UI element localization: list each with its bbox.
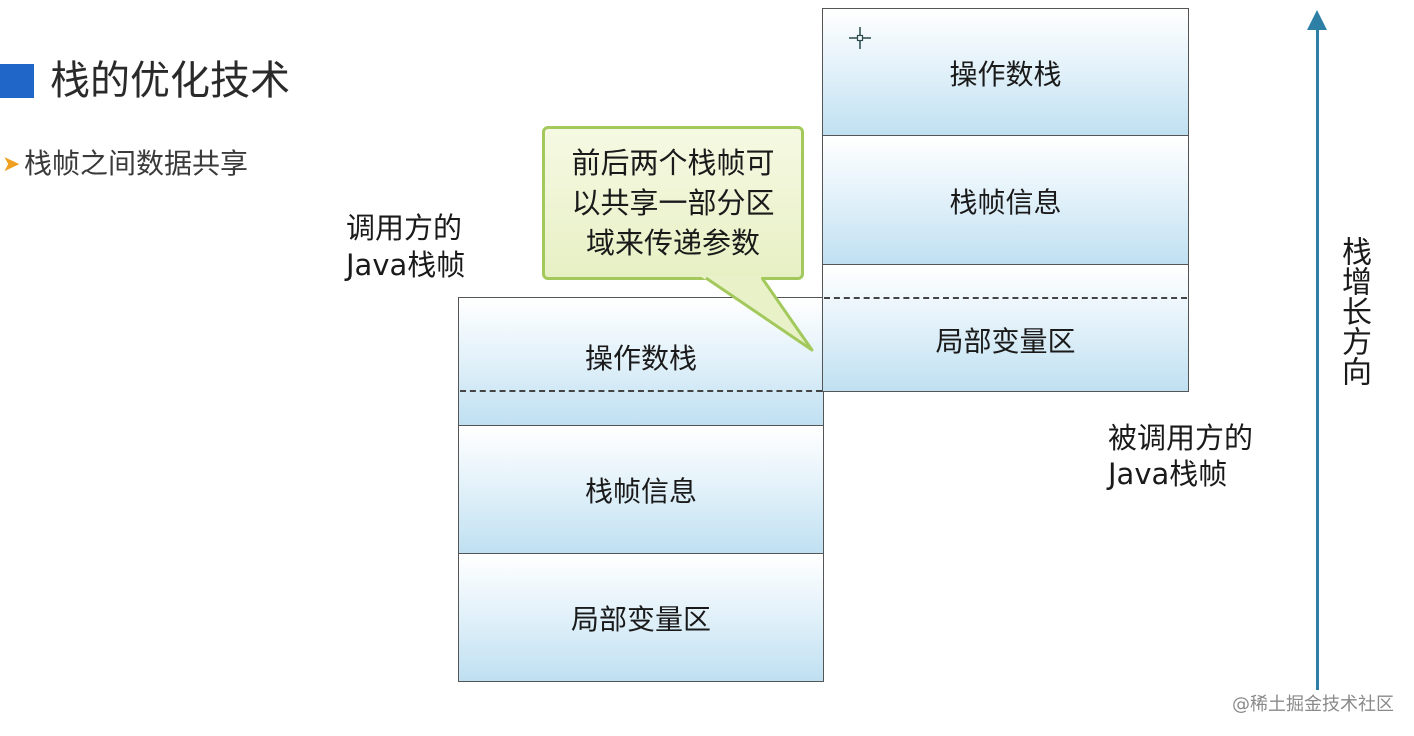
- arrow-up-icon: [1307, 10, 1327, 30]
- callee-operand-stack-label: 操作数栈: [949, 57, 1062, 91]
- callee-frame-info-label: 栈帧信息: [949, 185, 1062, 219]
- page-title: 栈的优化技术: [50, 58, 290, 104]
- watermark: @稀土掘金技术社区: [1232, 694, 1394, 715]
- callee-shared-divider: [824, 297, 1187, 299]
- bullet-text: 栈帧之间数据共享: [24, 147, 249, 180]
- callout-line3: 域来传递参数: [585, 226, 760, 260]
- callee-operand-stack: 操作数栈: [822, 8, 1189, 137]
- caller-label-line1: 调用方的: [346, 211, 463, 245]
- growth-arrow-line: [1316, 24, 1319, 690]
- callout-line1: 前后两个栈帧可: [571, 146, 775, 180]
- crosshair-cursor-icon: [849, 27, 871, 49]
- callee-local-vars-label: 局部变量区: [935, 325, 1076, 358]
- callee-label-line2: Java栈帧: [1108, 457, 1228, 491]
- caller-local-vars: 局部变量区: [458, 553, 824, 682]
- caller-frame-info-label: 栈帧信息: [584, 475, 697, 508]
- caller-frame-info: 栈帧信息: [458, 425, 824, 555]
- shared-area-callout: 前后两个栈帧可 以共享一部分区 域来传递参数: [542, 126, 804, 280]
- growth-direction-label: 栈增长方向: [1336, 236, 1371, 386]
- caller-label-line2: Java栈帧: [346, 248, 466, 282]
- callee-label-line1: 被调用方的: [1108, 421, 1254, 455]
- callout-pointer: [700, 276, 814, 352]
- caller-operand-stack-label: 操作数栈: [584, 342, 697, 375]
- caller-operand-stack: 操作数栈: [458, 297, 824, 427]
- callout-line2: 以共享一部分区: [571, 186, 775, 220]
- callee-local-vars: 局部变量区: [822, 264, 1189, 392]
- caller-shared-divider: [460, 390, 822, 392]
- caller-local-vars-label: 局部变量区: [570, 602, 711, 636]
- bullet-arrow-icon: ➤: [2, 152, 21, 177]
- title-square-icon: [0, 64, 34, 98]
- callee-frame-info: 栈帧信息: [822, 135, 1189, 266]
